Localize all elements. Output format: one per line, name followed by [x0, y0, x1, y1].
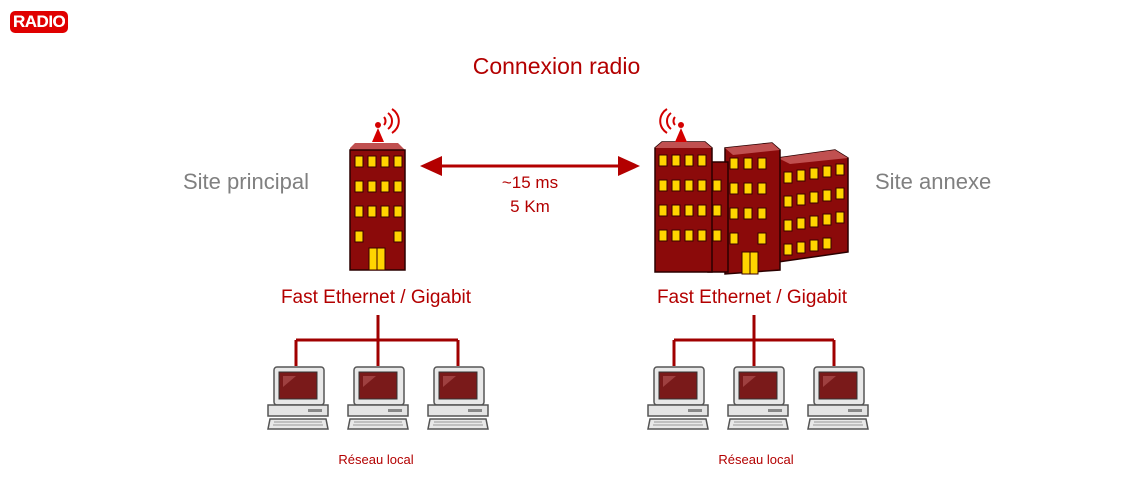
right-lan-links	[672, 315, 836, 366]
site-annexe-label: Site annexe	[875, 169, 992, 194]
left-lan-links	[294, 315, 460, 366]
radio-antenna-icon	[372, 108, 400, 142]
left-lan-label: Réseau local	[338, 452, 414, 467]
double-arrow-icon	[420, 156, 640, 176]
computer-icon	[427, 366, 489, 430]
diagram-title: Connexion radio	[472, 53, 641, 79]
computer-icon	[807, 366, 869, 430]
building-icon	[349, 143, 406, 271]
right-lan-label: Réseau local	[718, 452, 794, 467]
left-network-label: Fast Ethernet / Gigabit	[280, 287, 472, 308]
computer-icon	[727, 366, 789, 430]
right-network-label: Fast Ethernet / Gigabit	[656, 287, 848, 308]
computer-icon	[347, 366, 409, 430]
link-info: ~15 ms 5 Km	[476, 171, 584, 219]
latency-label: ~15 ms	[501, 173, 559, 192]
site-principal-label: Site principal	[183, 169, 309, 194]
radio-badge: RADIO	[10, 11, 69, 33]
radio-antenna-icon	[659, 108, 687, 142]
computer-icon	[267, 366, 329, 430]
distance-label: 5 Km	[510, 197, 550, 216]
building-icon	[654, 141, 849, 275]
computer-icon	[647, 366, 709, 430]
